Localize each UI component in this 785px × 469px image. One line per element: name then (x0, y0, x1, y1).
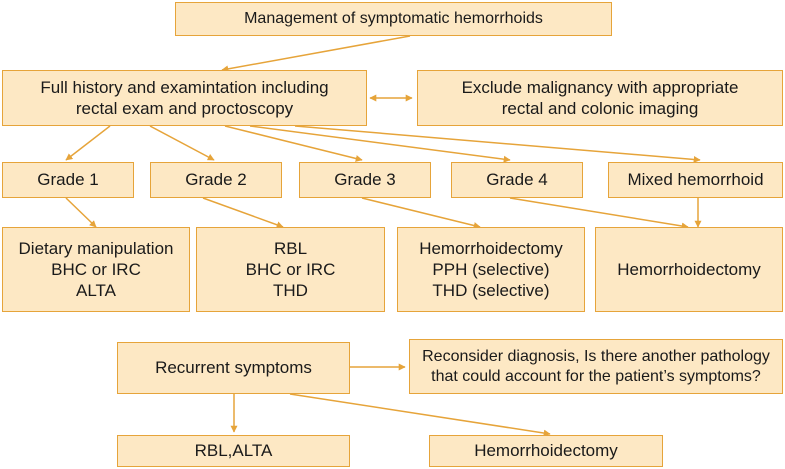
node-treatment-grade-2: RBL BHC or IRC THD (196, 227, 385, 312)
node-reconsider-diagnosis-line-1: Reconsider diagnosis, Is there another p… (422, 347, 770, 365)
node-grade-3: Grade 3 (299, 162, 431, 198)
node-grade-4: Grade 4 (451, 162, 583, 198)
node-treatment-grade-2-line-1: RBL (273, 238, 308, 258)
node-treatment-grade-3-line-2: PPH (selective) (432, 259, 550, 279)
node-treatment-grade-1-line-1: Dietary manipulation (18, 238, 174, 258)
arrow-grade1-to-tx1 (65, 197, 97, 228)
node-mixed-hemorrhoid-text: Mixed hemorrhoid (627, 170, 764, 190)
node-treatment-grade-1-line-2: BHC or IRC (51, 259, 141, 279)
node-history-line-2: rectal exam and proctoscopy (75, 99, 294, 118)
arrow-recurrent-to-hemorrhoidectomy (289, 393, 551, 437)
arrow-grade2-to-tx2 (202, 197, 284, 229)
node-grade-2: Grade 2 (150, 162, 282, 198)
node-recurrent-symptoms-text: Recurrent symptoms (155, 358, 312, 378)
node-grade-2-text: Grade 2 (185, 170, 247, 190)
arrow-grade4-to-tx4 (509, 197, 689, 230)
node-reconsider-diagnosis: Reconsider diagnosis, Is there another p… (409, 339, 783, 394)
node-treatment-grade-1-line-3: ALTA (76, 281, 116, 301)
node-hemorrhoidectomy: Hemorrhoidectomy (429, 435, 663, 467)
node-treatment-grade-2-line-2: BHC or IRC (245, 259, 336, 279)
node-grade-3-text: Grade 3 (334, 170, 396, 190)
node-treatment-grade-3: Hemorrhoidectomy PPH (selective) THD (se… (397, 227, 585, 312)
node-treatment-grade-3-line-1: Hemorrhoidectomy (419, 238, 563, 258)
node-exclude-line-1: Exclude malignancy with appropriate (461, 77, 739, 97)
arrow-history-to-grade3 (224, 125, 363, 162)
arrow-history-to-grade4 (249, 125, 511, 163)
arrow-history-to-grade2 (149, 125, 215, 161)
node-reconsider-diagnosis-line-2: that could account for the patient’s sym… (431, 367, 761, 385)
node-mixed-hemorrhoid: Mixed hemorrhoid (608, 162, 783, 198)
node-grade-1-text: Grade 1 (37, 170, 99, 190)
node-rbl-alta-text: RBL,ALTA (194, 441, 273, 461)
node-rbl-alta: RBL,ALTA (117, 435, 350, 467)
node-history: Full history and examintation including … (2, 70, 367, 126)
node-grade-4-text: Grade 4 (486, 170, 548, 190)
node-treatment-grade-1: Dietary manipulation BHC or IRC ALTA (2, 227, 190, 312)
node-recurrent-symptoms: Recurrent symptoms (117, 342, 350, 394)
node-treatment-grade-2-line-3: THD (273, 281, 308, 301)
node-root-text: Management of symptomatic hemorrhoids (244, 10, 543, 27)
node-root: Management of symptomatic hemorrhoids (175, 2, 612, 36)
arrow-history-to-mixed (294, 125, 701, 163)
node-exclude-line-2: rectal and colonic imaging (501, 99, 699, 118)
arrow-history-to-grade1 (65, 125, 111, 161)
node-exclude: Exclude malignancy with appropriate rect… (417, 70, 783, 126)
node-treatment-grade-3-line-3: THD (selective) (432, 281, 550, 301)
node-grade-1: Grade 1 (2, 162, 134, 198)
arrow-root-to-history (221, 35, 411, 73)
arrow-grade3-to-tx3 (361, 197, 481, 229)
node-history-line-1: Full history and examintation including (40, 77, 329, 97)
node-hemorrhoidectomy-text: Hemorrhoidectomy (474, 441, 618, 461)
node-treatment-grade-4: Hemorrhoidectomy (595, 227, 783, 312)
node-treatment-grade-4-text: Hemorrhoidectomy (617, 259, 761, 279)
